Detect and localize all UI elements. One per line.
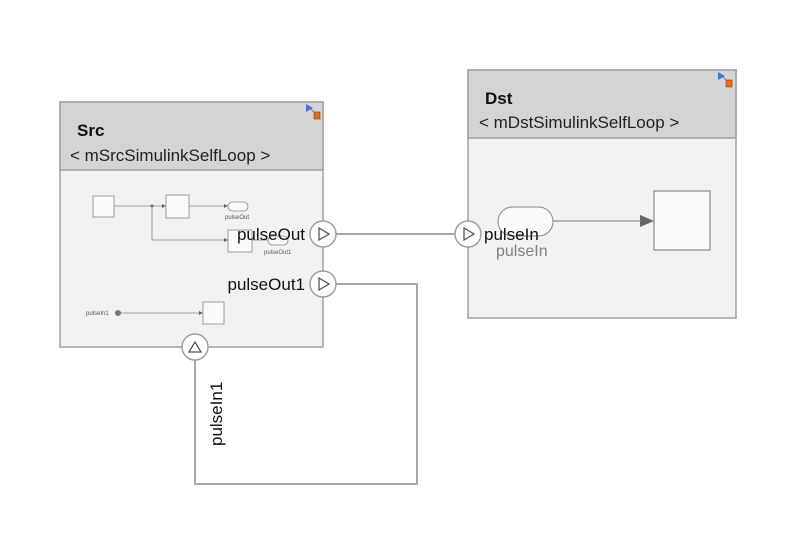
preview-block — [202, 301, 225, 325]
preview-outport — [227, 201, 249, 212]
model-reference-badge-icon — [718, 72, 733, 88]
src-block-title: Src — [77, 121, 104, 140]
dst-block-reference: < mDstSimulinkSelfLoop > — [479, 113, 679, 132]
port-pulseout1-label: pulseOut1 — [228, 275, 306, 294]
src-block-header — [59, 101, 324, 171]
preview-block — [227, 229, 253, 253]
preview-inport1-label: pulseIn1 — [86, 311, 109, 317]
preview-outport-label: pulseOut — [225, 215, 249, 221]
port-pulseout[interactable] — [309, 220, 337, 248]
port-pulsein-label: pulseIn — [484, 225, 539, 244]
preview-inport-label: pulseIn — [496, 243, 548, 260]
dst-block-title: Dst — [485, 89, 513, 108]
dst-internal-preview: pulseIn — [496, 190, 711, 260]
preview-block — [165, 194, 190, 219]
dst-block[interactable]: Dst < mDstSimulinkSelfLoop > pulseIn pul… — [454, 69, 737, 319]
src-block-reference: < mSrcSimulinkSelfLoop > — [70, 146, 270, 165]
preview-block — [653, 190, 711, 251]
src-internal-preview: pulseOut pulseOut1 pulseIn1 — [86, 194, 292, 325]
connections — [194, 233, 456, 485]
line-pulseout1-loop[interactable] — [194, 283, 418, 485]
port-pulsein1[interactable] — [181, 333, 209, 361]
src-block[interactable]: Src < mSrcSimulinkSelfLoop > pulseOut — [59, 101, 337, 446]
preview-outport — [267, 235, 289, 246]
port-pulseout1[interactable] — [309, 270, 337, 298]
model-reference-badge-icon — [306, 104, 321, 120]
port-pulsein[interactable] — [454, 220, 482, 248]
preview-outport1-label: pulseOut1 — [264, 250, 292, 256]
dst-block-header — [467, 69, 737, 139]
port-pulsein1-label: pulseIn1 — [207, 382, 226, 446]
preview-block — [92, 195, 115, 218]
port-pulseout-label: pulseOut — [237, 225, 305, 244]
